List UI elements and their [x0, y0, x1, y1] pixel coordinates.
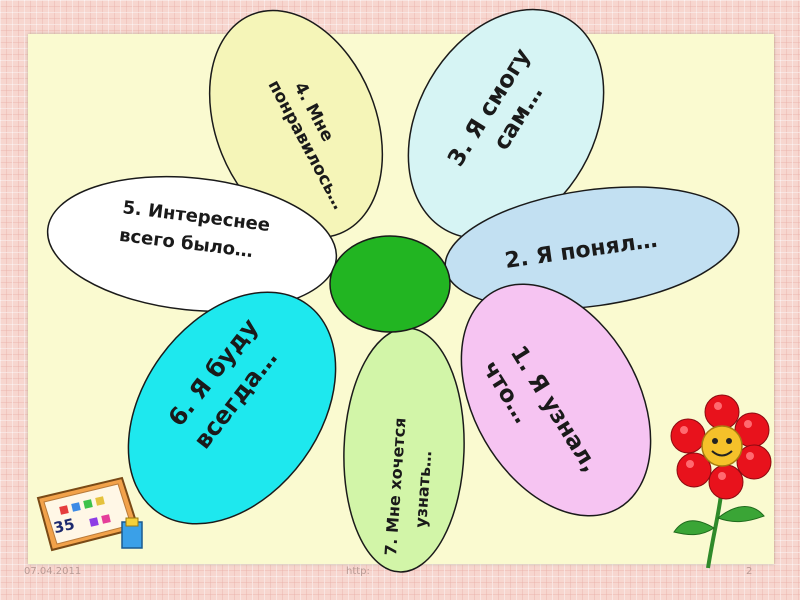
red-flower-smiley-icon [664, 390, 780, 570]
petal-7: 7. Мне хочется узнать… [340, 326, 468, 574]
footer-date: 07.04.2011 [24, 566, 81, 577]
footer-url[interactable]: http: [346, 566, 370, 577]
flower-center [330, 236, 450, 332]
footer-page-number: 2 [746, 566, 752, 577]
calculator-abacus-icon: 35 [30, 470, 150, 558]
